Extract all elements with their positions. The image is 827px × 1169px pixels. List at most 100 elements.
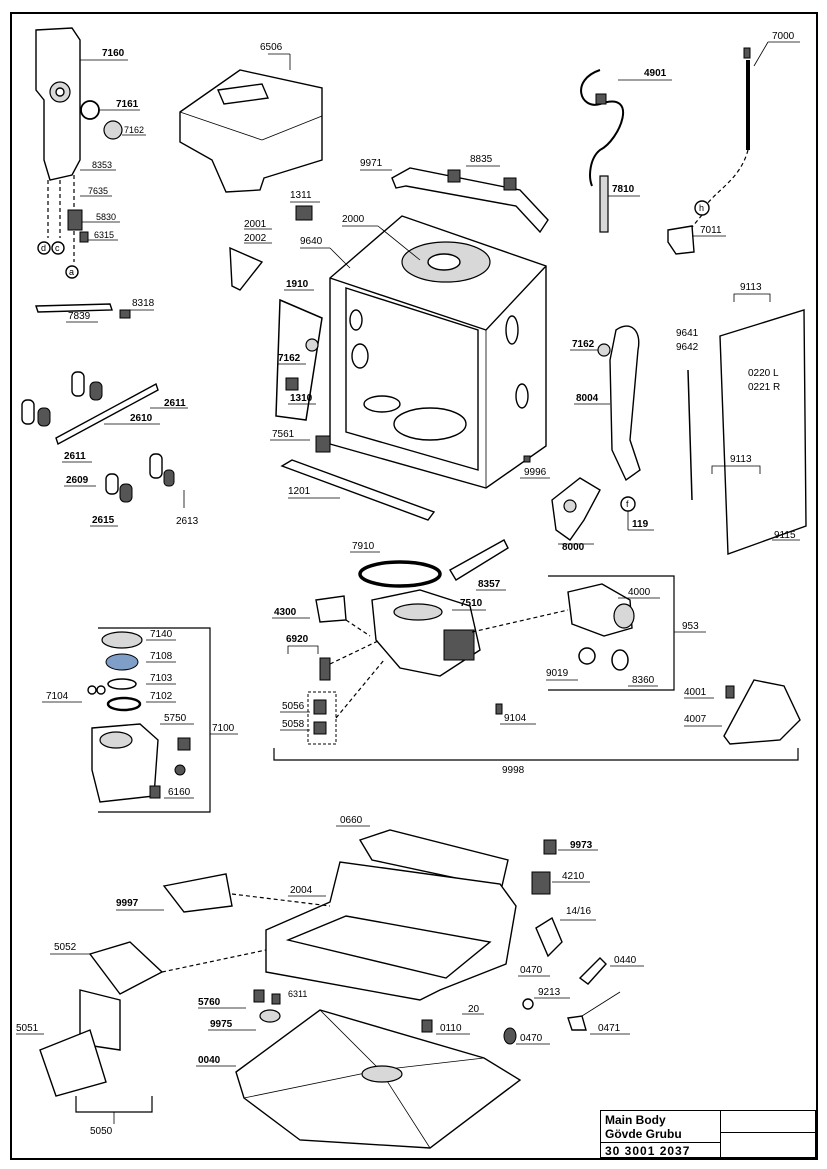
- label-7810: 7810: [612, 184, 635, 195]
- part-2615-slider: [105, 473, 119, 495]
- label-7100: 7100: [212, 723, 235, 734]
- title-block-cell-r1: [721, 1111, 815, 1133]
- part-9996-screw: [523, 455, 531, 463]
- part-2610-rod: [55, 382, 159, 446]
- part-1416-valve: [535, 916, 563, 958]
- part-8318-clip: [119, 309, 131, 319]
- callout-d: [37, 241, 51, 255]
- part-7162-disc: [103, 120, 123, 140]
- callout-d2: [87, 685, 97, 695]
- label-0040: 0040: [198, 1055, 221, 1066]
- part-1310-hinge: [285, 377, 299, 391]
- part-1201-rail: [280, 459, 436, 521]
- part-7102-seal: [106, 696, 142, 712]
- label-9998: 9998: [502, 765, 525, 776]
- part-7810-rod: [599, 175, 609, 233]
- part-7161-oring: [80, 100, 100, 120]
- label-4300: 4300: [274, 607, 297, 618]
- label-7104: 7104: [46, 691, 69, 702]
- label-5050: 5050: [90, 1126, 113, 1137]
- label-9641: 9641: [676, 328, 699, 339]
- part-7108-disc: [105, 653, 139, 671]
- label-6920: 6920: [286, 634, 309, 645]
- part-9104-screw: [495, 703, 503, 715]
- label-1416: 14/16: [566, 906, 591, 917]
- part-4901-plug: [595, 93, 607, 105]
- part-7011-bracket: [667, 225, 695, 255]
- part-0220-side-panel: [719, 309, 807, 555]
- callout-f-text: f: [626, 499, 629, 509]
- label-5760: 5760: [198, 997, 221, 1008]
- label-7910: 7910: [352, 541, 375, 552]
- label-7162a: 7162: [124, 125, 144, 135]
- part-2609-slider-d: [37, 407, 51, 427]
- part-6311-clip: [271, 993, 281, 1005]
- title-name-tr: Gövde Grubu: [605, 1127, 682, 1141]
- label-9019: 9019: [546, 668, 569, 679]
- part-5051-panel: [39, 1029, 107, 1097]
- part-4001-screw: [725, 685, 735, 699]
- part-6315-clip: [79, 231, 89, 243]
- title-block-cell-r2: [721, 1133, 815, 1157]
- label-9640: 9640: [300, 236, 323, 247]
- part-plug: [174, 764, 186, 776]
- label-5056: 5056: [282, 701, 305, 712]
- label-7161: 7161: [116, 99, 139, 110]
- part-8835-clip-b: [503, 177, 517, 191]
- part-9019-oring: [578, 647, 596, 665]
- label-5051: 5051: [16, 1023, 39, 1034]
- part-5830-valve: [67, 209, 83, 231]
- part-8000-hinge: [551, 477, 601, 541]
- label-4000: 4000: [628, 587, 651, 598]
- part-8360-clamp: [611, 649, 629, 671]
- label-2002: 2002: [244, 233, 267, 244]
- label-0110: 0110: [440, 1023, 462, 1034]
- label-6160: 6160: [168, 787, 191, 798]
- part-9971-bracket: [391, 167, 549, 234]
- label-9213: 9213: [538, 987, 561, 998]
- part-2615-slider-b: [119, 483, 133, 503]
- part-6506-top-cover: [179, 69, 323, 193]
- label-4901: 4901: [644, 68, 667, 79]
- label-4007: 4007: [684, 714, 707, 725]
- label-9113b: 9113: [730, 454, 752, 465]
- title-name-en: Main Body: [605, 1113, 666, 1127]
- label-7140: 7140: [150, 629, 173, 640]
- label-7162b: 7162: [278, 353, 301, 364]
- label-0470b: 0470: [520, 1033, 543, 1044]
- part-0470a-washer: [522, 998, 534, 1010]
- part-8004-arm: [609, 325, 641, 482]
- label-8004: 8004: [576, 393, 599, 404]
- part-2000-tub: [329, 215, 547, 489]
- part-5058: [313, 721, 327, 735]
- label-119: 119: [632, 519, 649, 530]
- label-1910: 1910: [286, 279, 309, 290]
- label-9971: 9971: [360, 158, 383, 169]
- part-7162c-disc: [597, 343, 611, 357]
- callout-h-text: h: [699, 203, 704, 213]
- label-4210: 4210: [562, 871, 585, 882]
- callout-c-text: c: [55, 243, 60, 253]
- label-1311: 1311: [290, 190, 312, 201]
- label-9642: 9642: [676, 342, 699, 353]
- part-2609-slider-f: [163, 469, 175, 487]
- label-2611a: 2611: [164, 398, 186, 409]
- part-9973-switch: [543, 839, 557, 855]
- label-8360: 8360: [632, 675, 655, 686]
- part-0440-spring: [578, 957, 607, 985]
- label-5058: 5058: [282, 719, 305, 730]
- label-9113a: 9113: [740, 282, 762, 293]
- callout-c: [51, 241, 65, 255]
- callout-a: [65, 265, 79, 279]
- label-7000: 7000: [772, 31, 795, 42]
- part-0471-pin: [567, 1015, 587, 1031]
- label-1310: 1310: [290, 393, 313, 404]
- part-9997-bracket: [162, 873, 233, 913]
- label-7103: 7103: [150, 673, 173, 684]
- part-2001-bracket: [229, 246, 264, 291]
- part-9975-cap: [259, 1009, 281, 1023]
- label-9997: 9997: [116, 898, 139, 909]
- label-9975: 9975: [210, 1019, 233, 1030]
- part-7103-ring: [107, 678, 137, 690]
